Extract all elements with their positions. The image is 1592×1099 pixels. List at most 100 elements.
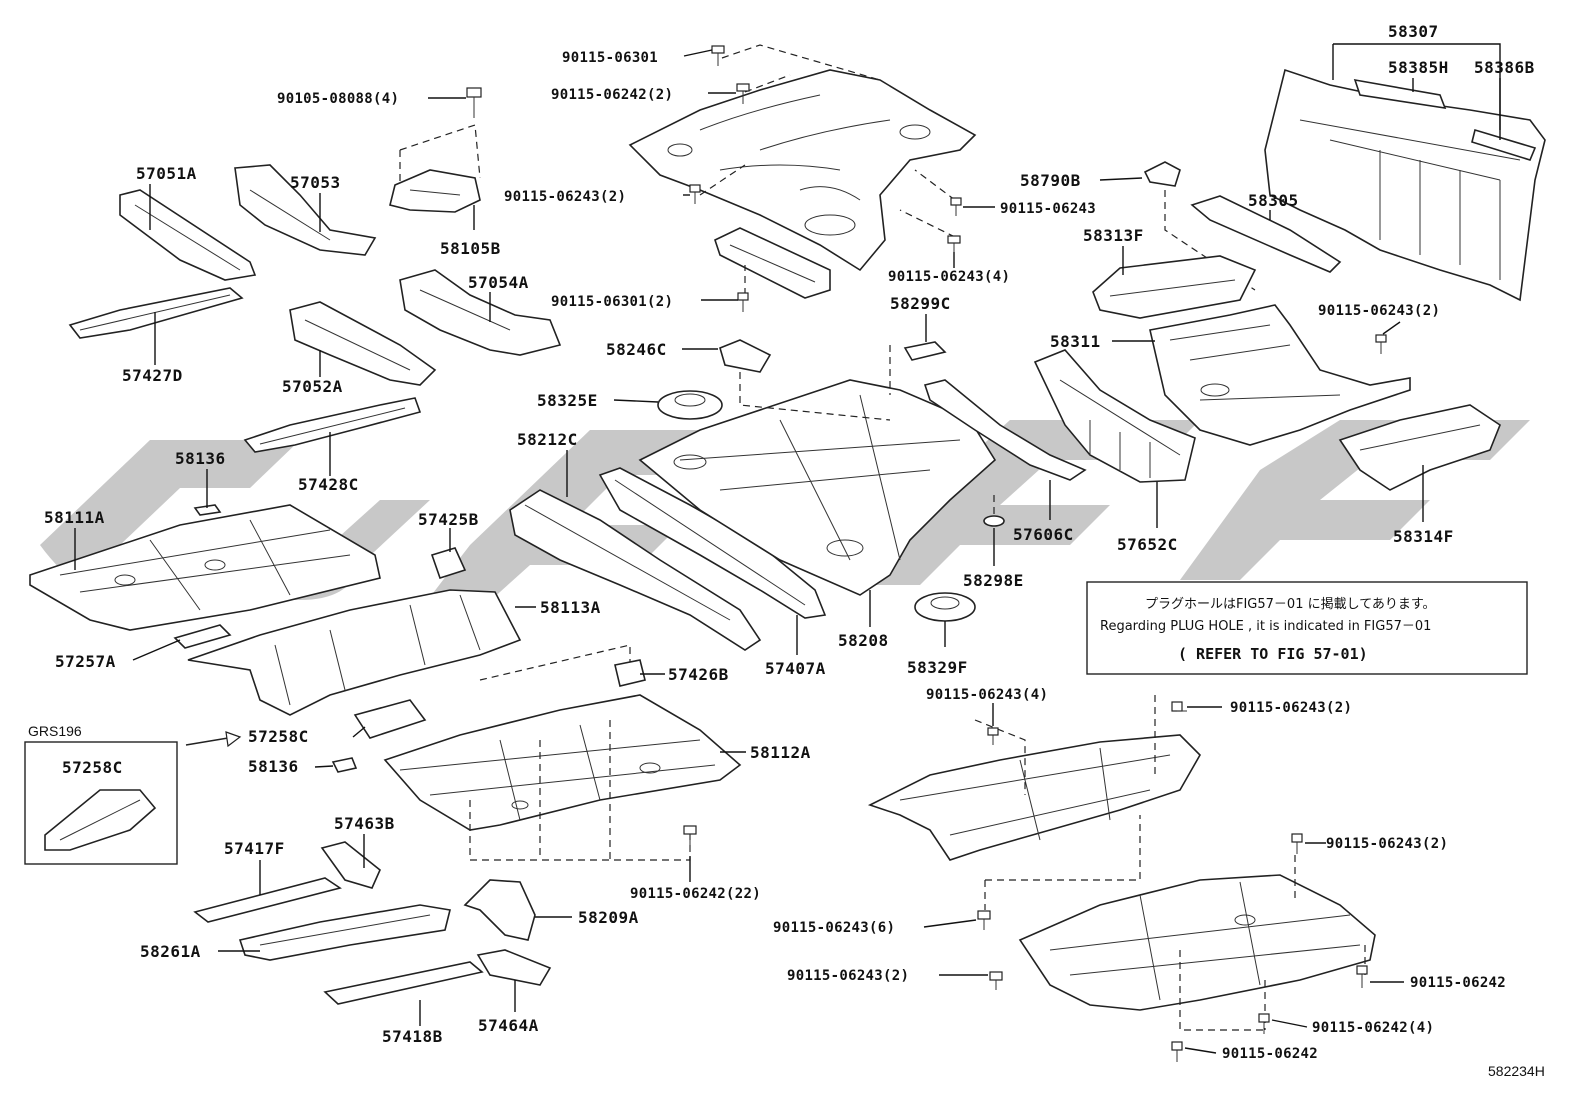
label-58208[interactable]: 58208: [838, 631, 889, 650]
label-57051A[interactable]: 57051A: [136, 164, 197, 183]
part-57417F-drawing: [193, 877, 342, 923]
label-58386B[interactable]: 58386B: [1474, 58, 1535, 77]
part-57051A-drawing: [119, 189, 257, 281]
label-57427D[interactable]: 57427D: [122, 366, 183, 385]
label-58105B[interactable]: 58105B: [440, 239, 501, 258]
part-57427D-drawing: [68, 287, 244, 339]
label-57053[interactable]: 57053: [290, 173, 341, 192]
label-90115-06242-4[interactable]: 90115-06242(4): [1312, 1020, 1434, 1036]
label-90115-06242-b[interactable]: 90115-06242: [1222, 1046, 1318, 1062]
label-58136-b[interactable]: 58136: [248, 757, 299, 776]
label-58313F[interactable]: 58313F: [1083, 226, 1144, 245]
label-58112A[interactable]: 58112A: [750, 743, 811, 762]
part-58105B-drawing: [389, 124, 481, 213]
label-57428C[interactable]: 57428C: [298, 475, 359, 494]
part-57426B-drawing: [614, 659, 646, 687]
bolt-icon: [737, 292, 749, 312]
label-58329F[interactable]: 58329F: [907, 658, 968, 677]
label-58325E[interactable]: 58325E: [537, 391, 598, 410]
bolt-icon: [683, 825, 697, 852]
label-58305[interactable]: 58305: [1248, 191, 1299, 210]
label-58246C[interactable]: 58246C: [606, 340, 667, 359]
label-58113A[interactable]: 58113A: [540, 598, 601, 617]
label-57052A[interactable]: 57052A: [282, 377, 343, 396]
label-57652C[interactable]: 57652C: [1117, 535, 1178, 554]
label-90115-06243-2-b[interactable]: 90115-06243(2): [1318, 303, 1440, 319]
label-90105-08088-4[interactable]: 90105-08088(4): [277, 91, 399, 107]
bolt-icon-group-lower-right: [977, 701, 1368, 1062]
label-58298E[interactable]: 58298E: [963, 571, 1024, 590]
dashed-lower-right-2: [1179, 855, 1366, 1031]
label-57417F[interactable]: 57417F: [224, 839, 285, 858]
label-58136-a[interactable]: 58136: [175, 449, 226, 468]
label-57464A[interactable]: 57464A: [478, 1016, 539, 1035]
part-58314F-drawing: [1338, 404, 1501, 491]
part-57464A-drawing: [476, 949, 552, 986]
rear-floor-pan-top: [628, 69, 977, 299]
part-58111A-drawing: [29, 504, 381, 631]
bolt-icon: [466, 87, 482, 118]
label-57407A[interactable]: 57407A: [765, 659, 826, 678]
note-line-english: Regarding PLUG HOLE , it is indicated in…: [1100, 619, 1431, 634]
part-58212C-drawing: [509, 489, 762, 651]
part-labels: 90115-06301 90115-06242(2) 90105-08088(4…: [28, 22, 1545, 1079]
label-58212C[interactable]: 58212C: [517, 430, 578, 449]
bolt-icon: [689, 184, 701, 204]
label-90115-06243-4-b[interactable]: 90115-06243(4): [926, 687, 1048, 703]
label-90115-06301-top[interactable]: 90115-06301: [562, 50, 658, 66]
bolt-icon: [1291, 833, 1303, 854]
bolt-icon: [989, 971, 1003, 990]
bolt-icon: [1356, 965, 1368, 988]
label-90115-06243-6[interactable]: 90115-06243(6): [773, 920, 895, 936]
label-90115-06242-a[interactable]: 90115-06242: [1410, 975, 1506, 991]
label-57258C[interactable]: 57258C: [248, 727, 309, 746]
label-90115-06243-2-c[interactable]: 90115-06243(2): [1230, 700, 1352, 716]
part-57606C-drawing: [923, 379, 1087, 481]
label-90115-06243-2-a[interactable]: 90115-06243(2): [504, 189, 626, 205]
bolt-icon: [1375, 334, 1387, 354]
label-57606C[interactable]: 57606C: [1013, 525, 1074, 544]
label-58790B[interactable]: 58790B: [1020, 171, 1081, 190]
part-57652C-drawing: [1033, 349, 1196, 483]
leader-lines: [74, 43, 1501, 1054]
label-90115-06242-22[interactable]: 90115-06242(22): [630, 886, 761, 902]
bolt-icon: [1171, 1041, 1183, 1062]
dashed-lower-right-1: [974, 695, 1156, 910]
label-57257A[interactable]: 57257A: [55, 652, 116, 671]
label-58314F[interactable]: 58314F: [1393, 527, 1454, 546]
label-57258C-inset[interactable]: 57258C: [62, 758, 123, 777]
part-57428C-drawing: [243, 397, 422, 453]
part-57054A-drawing: [399, 269, 562, 356]
label-90115-06301-2[interactable]: 90115-06301(2): [551, 294, 673, 310]
label-57426B[interactable]: 57426B: [668, 665, 729, 684]
label-58307[interactable]: 58307: [1388, 22, 1439, 41]
part-58113A-drawing: [187, 589, 522, 739]
label-58299C[interactable]: 58299C: [890, 294, 951, 313]
label-58385H[interactable]: 58385H: [1388, 58, 1449, 77]
label-90115-06243-2-d[interactable]: 90115-06243(2): [1326, 836, 1448, 852]
bolt-icon: [950, 197, 962, 216]
bolt-icon: [947, 235, 961, 254]
label-90115-06243-a[interactable]: 90115-06243: [1000, 201, 1096, 217]
label-90115-06243-4-a[interactable]: 90115-06243(4): [888, 269, 1010, 285]
label-90115-06242-2-top[interactable]: 90115-06242(2): [551, 87, 673, 103]
label-58111A[interactable]: 58111A: [44, 508, 105, 527]
bolt-icon-group-top: [689, 45, 962, 312]
part-58325E-drawing: [657, 390, 723, 420]
label-90115-06243-2-e[interactable]: 90115-06243(2): [787, 968, 909, 984]
note-line-refer: ( REFER TO FIG 57-01): [1178, 645, 1368, 663]
label-58261A[interactable]: 58261A: [140, 942, 201, 961]
bolt-icon: [1258, 1013, 1270, 1034]
label-57425B[interactable]: 57425B: [418, 510, 479, 529]
label-57054A[interactable]: 57054A: [468, 273, 529, 292]
label-57463B[interactable]: 57463B: [334, 814, 395, 833]
part-57407A-drawing: [598, 467, 827, 619]
label-58209A[interactable]: 58209A: [578, 908, 639, 927]
part-floor-lower-right-1: [867, 734, 1201, 861]
part-58329F-drawing: [914, 592, 976, 622]
part-58261A-drawing: [238, 904, 451, 961]
label-57418B[interactable]: 57418B: [382, 1027, 443, 1046]
label-58311[interactable]: 58311: [1050, 332, 1101, 351]
inset-box: [24, 731, 242, 865]
